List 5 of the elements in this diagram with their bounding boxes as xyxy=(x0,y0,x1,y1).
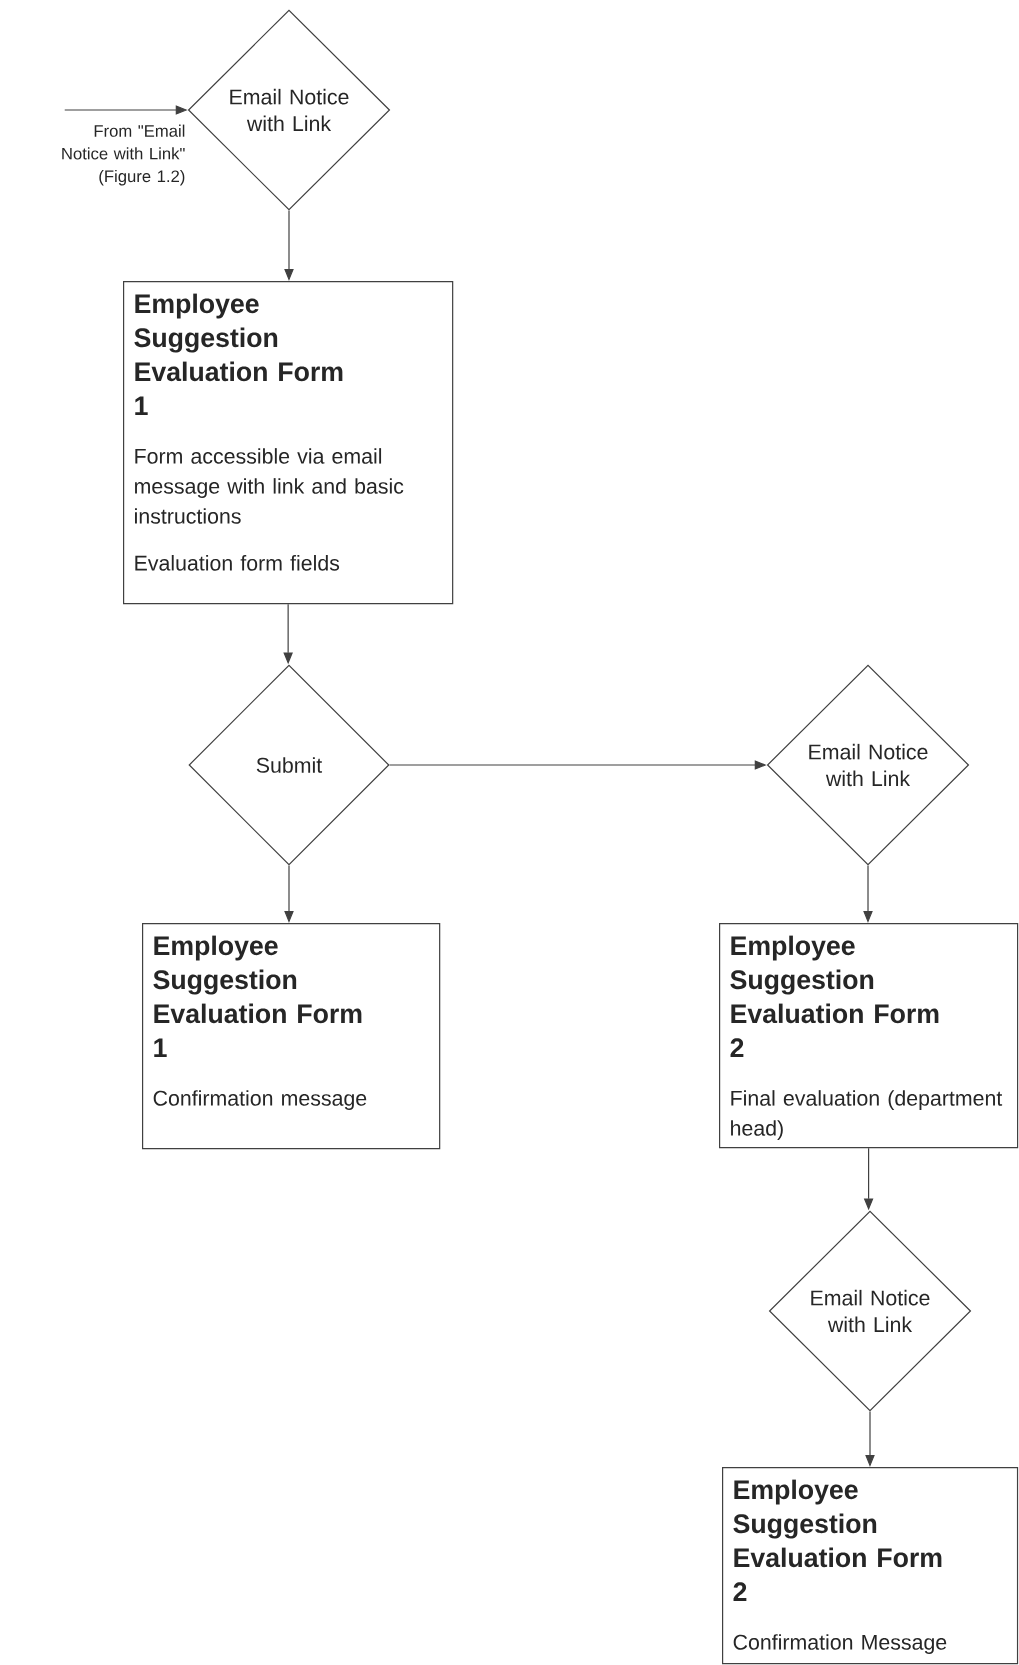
process-box: Employee Suggestion Evaluation Form 1 Confirmation message xyxy=(142,923,441,1150)
process-box: Employee Suggestion Evaluation Form 2 Final evaluation (department head) xyxy=(719,923,1019,1149)
process-box: Employee Suggestion Evaluation Form 2 Confirmation Message xyxy=(722,1467,1019,1665)
process-box: Employee Suggestion Evaluation Form 1 Form accessible via email message with link and basic instructions Evaluation form fields xyxy=(123,281,454,605)
note-text: From "Email Notice with Link" (Figure 1.2) xyxy=(62,124,185,186)
